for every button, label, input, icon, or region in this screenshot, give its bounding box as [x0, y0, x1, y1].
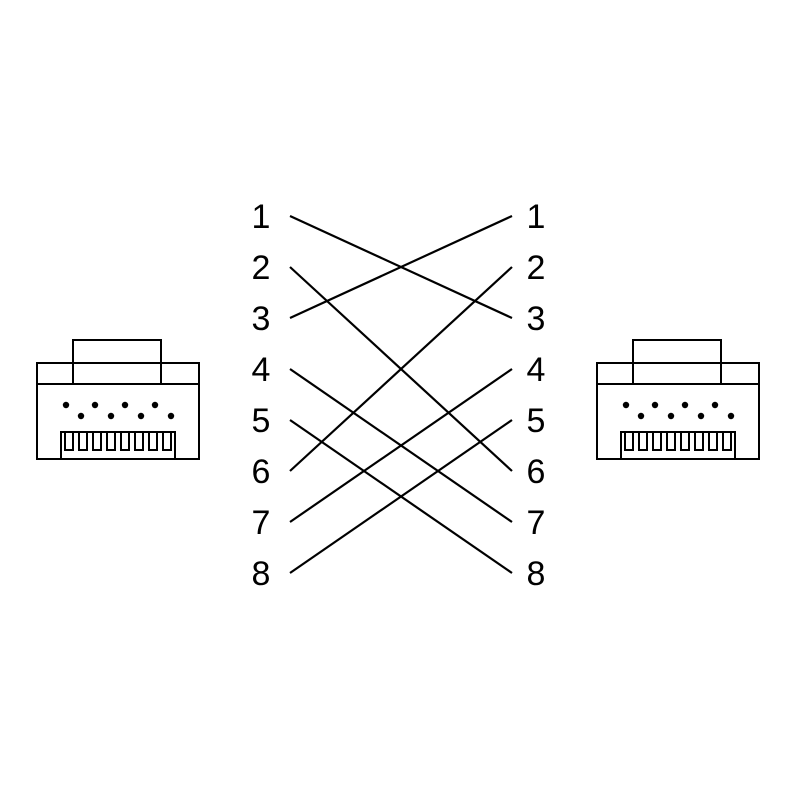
right-pin-label-8: 8: [527, 555, 546, 593]
right-pin-label-5: 5: [527, 402, 546, 440]
right-pin-label-1: 1: [527, 198, 546, 236]
right-pin-label-2: 2: [527, 249, 546, 287]
wire-3-to-1: [289, 215, 513, 319]
left-contact-dot: [77, 412, 85, 420]
right-contact-dot: [697, 412, 705, 420]
left-contact-blade: [134, 431, 144, 451]
right-contact-blade: [652, 431, 662, 451]
right-contact-blade: [708, 431, 718, 451]
right-contact-blade: [624, 431, 634, 451]
left-contact-dot: [137, 412, 145, 420]
left-pin-label-7: 7: [252, 504, 271, 542]
right-contact-blade: [722, 431, 732, 451]
left-contact-blade: [106, 431, 116, 451]
right-contact-dot: [637, 412, 645, 420]
left-contact-blade: [92, 431, 102, 451]
left-contact-dot: [62, 401, 70, 409]
right-contact-dot: [651, 401, 659, 409]
wire-8-to-5: [289, 419, 513, 574]
left-contact-blade: [162, 431, 172, 451]
right-contact-blade: [638, 431, 648, 451]
left-contact-blade: [78, 431, 88, 451]
right-contact-blade: [680, 431, 690, 451]
left-contact-block: [60, 431, 176, 459]
left-contact-dot: [91, 401, 99, 409]
rj45-connector-right: [596, 339, 760, 460]
left-pin-label-1: 1: [252, 198, 271, 236]
left-pin-label-3: 3: [252, 300, 271, 338]
left-contact-dot: [107, 412, 115, 420]
left-pin-labels: 1 2 3 4 5 6 7 8: [252, 198, 271, 593]
left-contact-blade: [120, 431, 130, 451]
right-contact-blade: [666, 431, 676, 451]
left-pin-label-6: 6: [252, 453, 271, 491]
right-contact-dot: [681, 401, 689, 409]
left-contact-dot: [121, 401, 129, 409]
right-contact-dot: [727, 412, 735, 420]
right-contact-dot: [711, 401, 719, 409]
right-contact-block: [620, 431, 736, 459]
left-pin-label-5: 5: [252, 402, 271, 440]
left-pin-label-4: 4: [252, 351, 271, 389]
right-pin-label-3: 3: [527, 300, 546, 338]
right-contact-blade: [694, 431, 704, 451]
right-pin-labels: 1 2 3 4 5 6 7 8: [527, 198, 546, 593]
right-pin-label-6: 6: [527, 453, 546, 491]
rj45-connector-left: [36, 339, 200, 460]
left-contact-blade: [148, 431, 158, 451]
wire-6-to-2: [289, 266, 513, 472]
left-contact-dot: [151, 401, 159, 409]
wire-group: [289, 215, 513, 574]
left-pin-label-8: 8: [252, 555, 271, 593]
right-pin-label-7: 7: [527, 504, 546, 542]
left-contact-blade: [64, 431, 74, 451]
right-contact-dot: [667, 412, 675, 420]
wire-7-to-4: [289, 368, 513, 523]
right-contact-dot: [622, 401, 630, 409]
right-pin-label-4: 4: [527, 351, 546, 389]
left-contact-dot: [167, 412, 175, 420]
left-pin-label-2: 2: [252, 249, 271, 287]
